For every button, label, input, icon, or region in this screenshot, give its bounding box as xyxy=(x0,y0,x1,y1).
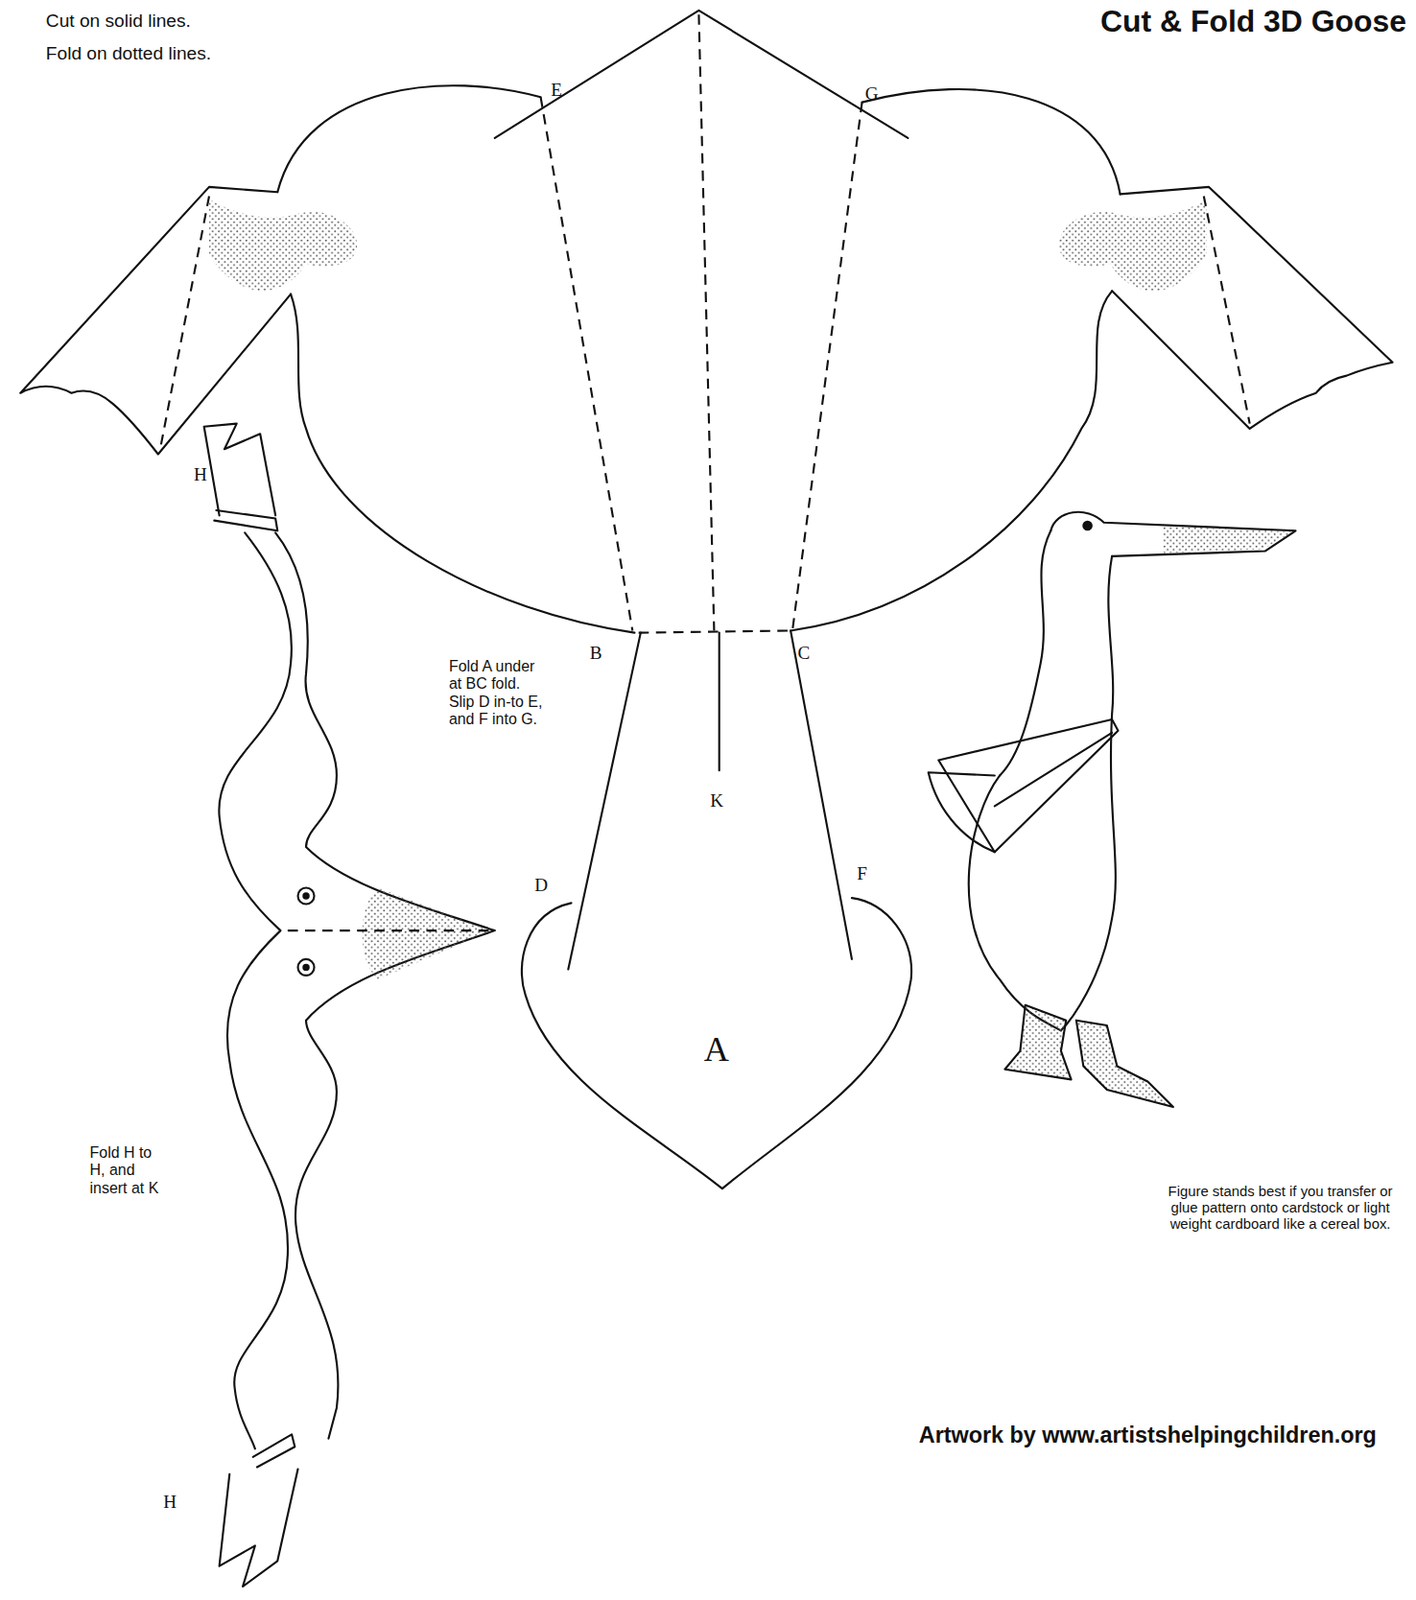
fold-line xyxy=(792,102,862,630)
neck-outline xyxy=(218,532,292,1449)
body-outline xyxy=(277,85,541,192)
neck-slit xyxy=(213,510,278,531)
instruction-note: Figure stands best if you transfer or gl… xyxy=(1153,1183,1409,1233)
strip-edge xyxy=(567,633,641,970)
goose-tail xyxy=(928,772,995,852)
stipple xyxy=(1162,525,1294,554)
fold-line xyxy=(1203,195,1251,424)
goose-head xyxy=(1050,512,1296,557)
goose-leg xyxy=(1076,1020,1174,1108)
neck-flap xyxy=(219,1469,299,1587)
fold-line xyxy=(287,929,493,932)
fold-line xyxy=(698,14,714,631)
neck-flap xyxy=(204,424,276,517)
part-letter: K xyxy=(709,790,735,812)
part-letter: E xyxy=(550,79,576,101)
instruction-note: Cut on solid lines. xyxy=(46,10,373,32)
part-letter: A xyxy=(704,1030,746,1071)
part-letter: F xyxy=(856,863,882,885)
part-letter: C xyxy=(798,642,824,664)
fold-line xyxy=(160,195,210,449)
slit-k xyxy=(718,633,721,772)
goose-wing xyxy=(938,719,1118,852)
instruction-note: Fold A under at BC fold. Slip D in-to E,… xyxy=(448,658,546,729)
instruction-note: Fold H to H, and insert at K xyxy=(90,1144,167,1198)
tab-a-outline xyxy=(521,897,912,1189)
stipple xyxy=(362,887,493,980)
fold-line xyxy=(541,96,634,631)
fold-line xyxy=(638,630,791,633)
page-title: Cut & Fold 3D Goose xyxy=(1100,3,1407,40)
goose-body xyxy=(968,775,1062,1031)
strip-edge xyxy=(790,630,852,959)
part-letter: H xyxy=(193,464,219,486)
body-outline xyxy=(790,290,1112,631)
eye xyxy=(298,887,315,904)
instruction-note: Fold on dotted lines. xyxy=(46,43,373,65)
neck-slit xyxy=(253,1434,296,1467)
part-letter: D xyxy=(534,874,560,897)
body-outline xyxy=(862,89,1121,194)
part-letter: H xyxy=(163,1491,189,1513)
goose-wing xyxy=(994,732,1112,807)
eye xyxy=(298,959,315,976)
eye-pupil xyxy=(302,892,309,899)
eye-pupil xyxy=(302,964,309,971)
part-letter: B xyxy=(590,642,615,664)
goose-neck xyxy=(1061,556,1116,1031)
goose-eye xyxy=(1083,521,1092,531)
part-letter: G xyxy=(865,83,891,105)
credit-text: Artwork by www.artistshelpingchildren.or… xyxy=(887,1422,1408,1449)
stipple xyxy=(1059,199,1207,291)
stipple xyxy=(209,199,357,291)
goose-leg xyxy=(1004,1005,1071,1081)
